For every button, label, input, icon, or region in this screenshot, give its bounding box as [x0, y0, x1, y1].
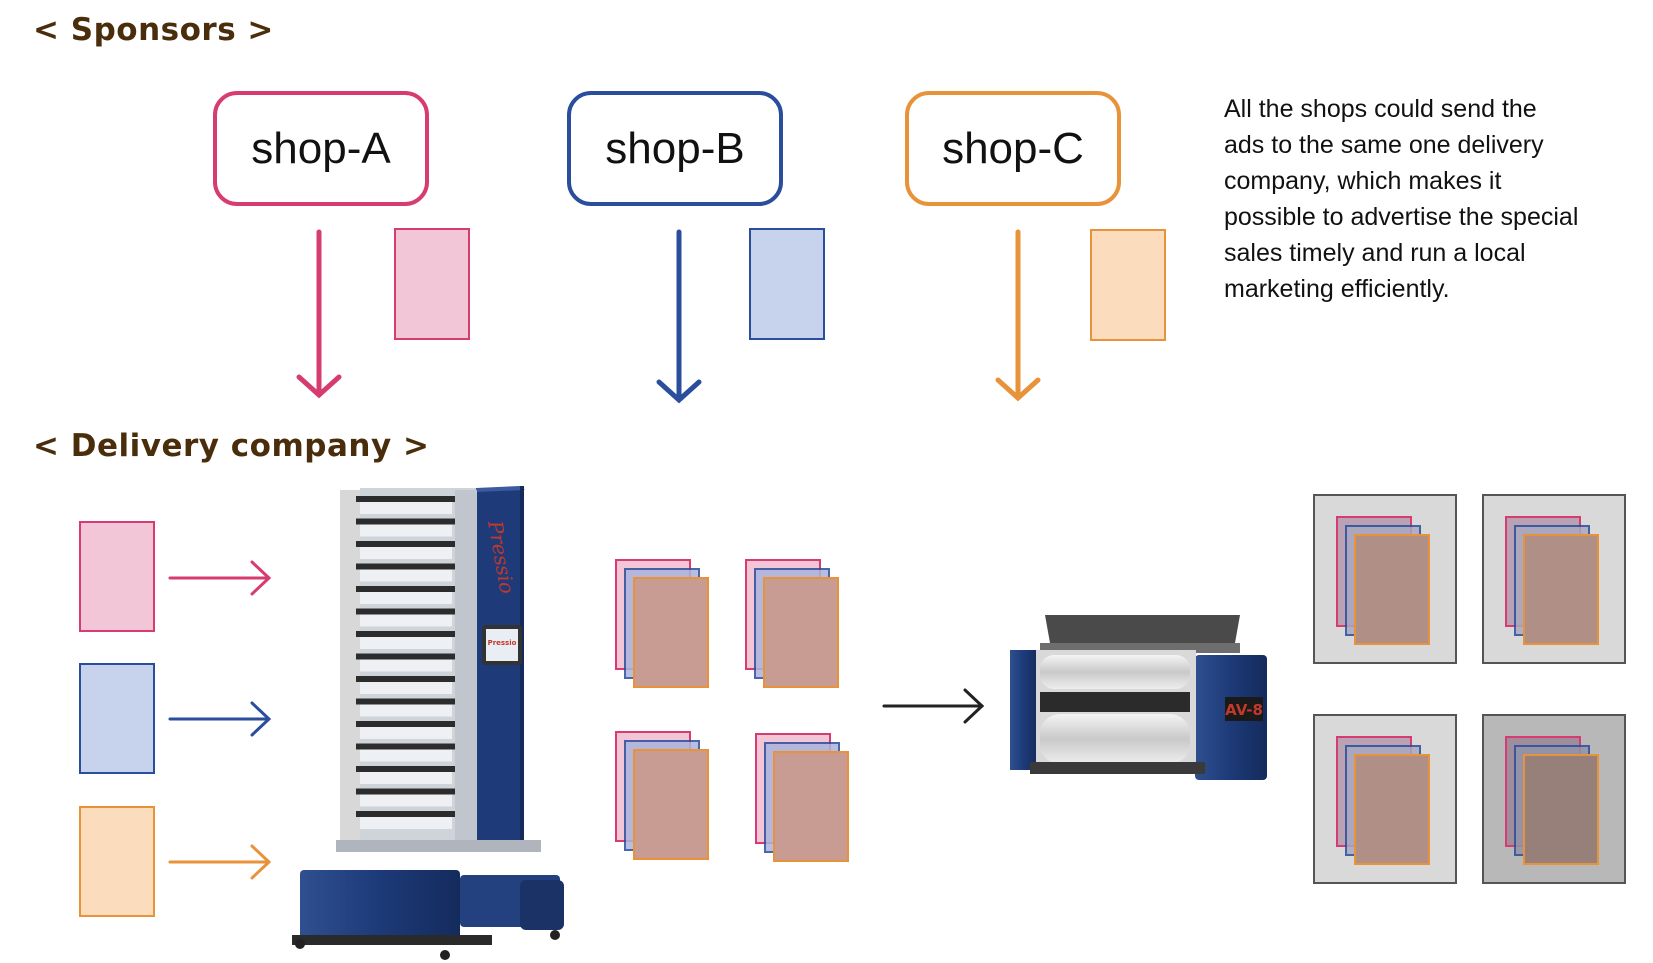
wrapped-package: [1313, 714, 1457, 884]
collated-set: [615, 731, 709, 860]
collator-tray: [356, 721, 456, 727]
input-flyer-b: [79, 663, 155, 774]
collator-tray: [356, 586, 456, 592]
collator-tray: [356, 653, 456, 660]
collator-tray-paper: [360, 704, 452, 717]
wrapping-machine-image: AV-8: [1010, 615, 1267, 780]
collator-tray-paper: [360, 659, 452, 672]
collator-tray-paper: [360, 502, 452, 514]
shop-c-box: shop-C: [905, 91, 1121, 206]
collator-tray: [356, 743, 456, 750]
collator-tray-paper: [360, 592, 452, 604]
to-wrapper-arrow: [882, 688, 985, 724]
shop-c-arrow: [995, 229, 1041, 402]
collator-tray-paper: [360, 682, 452, 694]
input-flyer-a: [79, 521, 155, 632]
description-line: sales timely and run a local: [1224, 239, 1526, 267]
collator-tray: [356, 788, 456, 795]
description-line: marketing efficiently.: [1224, 275, 1450, 303]
wrapped-package: [1482, 494, 1626, 664]
description-line: All the shops could send the: [1224, 95, 1537, 123]
description-line: possible to advertise the special: [1224, 203, 1579, 231]
collator-tray-paper: [360, 794, 452, 807]
shop-a-flyer: [394, 228, 470, 340]
sponsors-heading: < Sponsors >: [33, 12, 274, 48]
collator-tray: [356, 608, 456, 615]
collator-tray-paper: [360, 817, 452, 829]
collated-set: [755, 733, 849, 862]
collator-tray: [356, 698, 456, 705]
input-arrow-b: [168, 701, 272, 737]
shop-a-box: shop-A: [213, 91, 429, 206]
shop-b-arrow: [656, 229, 702, 404]
collated-set: [745, 559, 839, 688]
collator-tray-paper: [360, 772, 452, 784]
wrapper-brand-label: AV-8: [1225, 701, 1263, 719]
collator-tray: [356, 563, 456, 570]
description-text: All the shops could send the ads to the …: [1224, 91, 1644, 307]
collator-tray-paper: [360, 569, 452, 582]
input-arrow-c: [168, 844, 272, 880]
shop-b-flyer: [749, 228, 825, 340]
shop-a-arrow: [296, 229, 342, 399]
collator-tray: [356, 676, 456, 682]
collator-machine-image: Pressio Pressio: [292, 486, 564, 960]
wrapped-package: [1482, 714, 1626, 884]
shop-b-box: shop-B: [567, 91, 783, 206]
collator-tray: [356, 541, 456, 547]
collator-tray: [356, 766, 456, 772]
collator-tray-paper: [360, 637, 452, 649]
shop-c-flyer: [1090, 229, 1166, 341]
delivery-company-heading: < Delivery company >: [33, 428, 430, 464]
collator-tray: [356, 496, 456, 502]
collator-tray-paper: [360, 727, 452, 739]
input-flyer-c: [79, 806, 155, 917]
collator-screen-logo: Pressio: [488, 639, 517, 647]
collator-tray: [356, 518, 456, 525]
description-line: ads to the same one delivery: [1224, 131, 1544, 159]
collator-tray-paper: [360, 524, 452, 537]
collator-tray-paper: [360, 614, 452, 627]
wrapped-package: [1313, 494, 1457, 664]
collator-tray-paper: [360, 547, 452, 559]
collated-set: [615, 559, 709, 688]
input-arrow-a: [168, 560, 272, 596]
collator-tray-paper: [360, 749, 452, 762]
collator-tray: [356, 811, 456, 817]
description-line: company, which makes it: [1224, 167, 1502, 195]
collator-tray: [356, 631, 456, 637]
